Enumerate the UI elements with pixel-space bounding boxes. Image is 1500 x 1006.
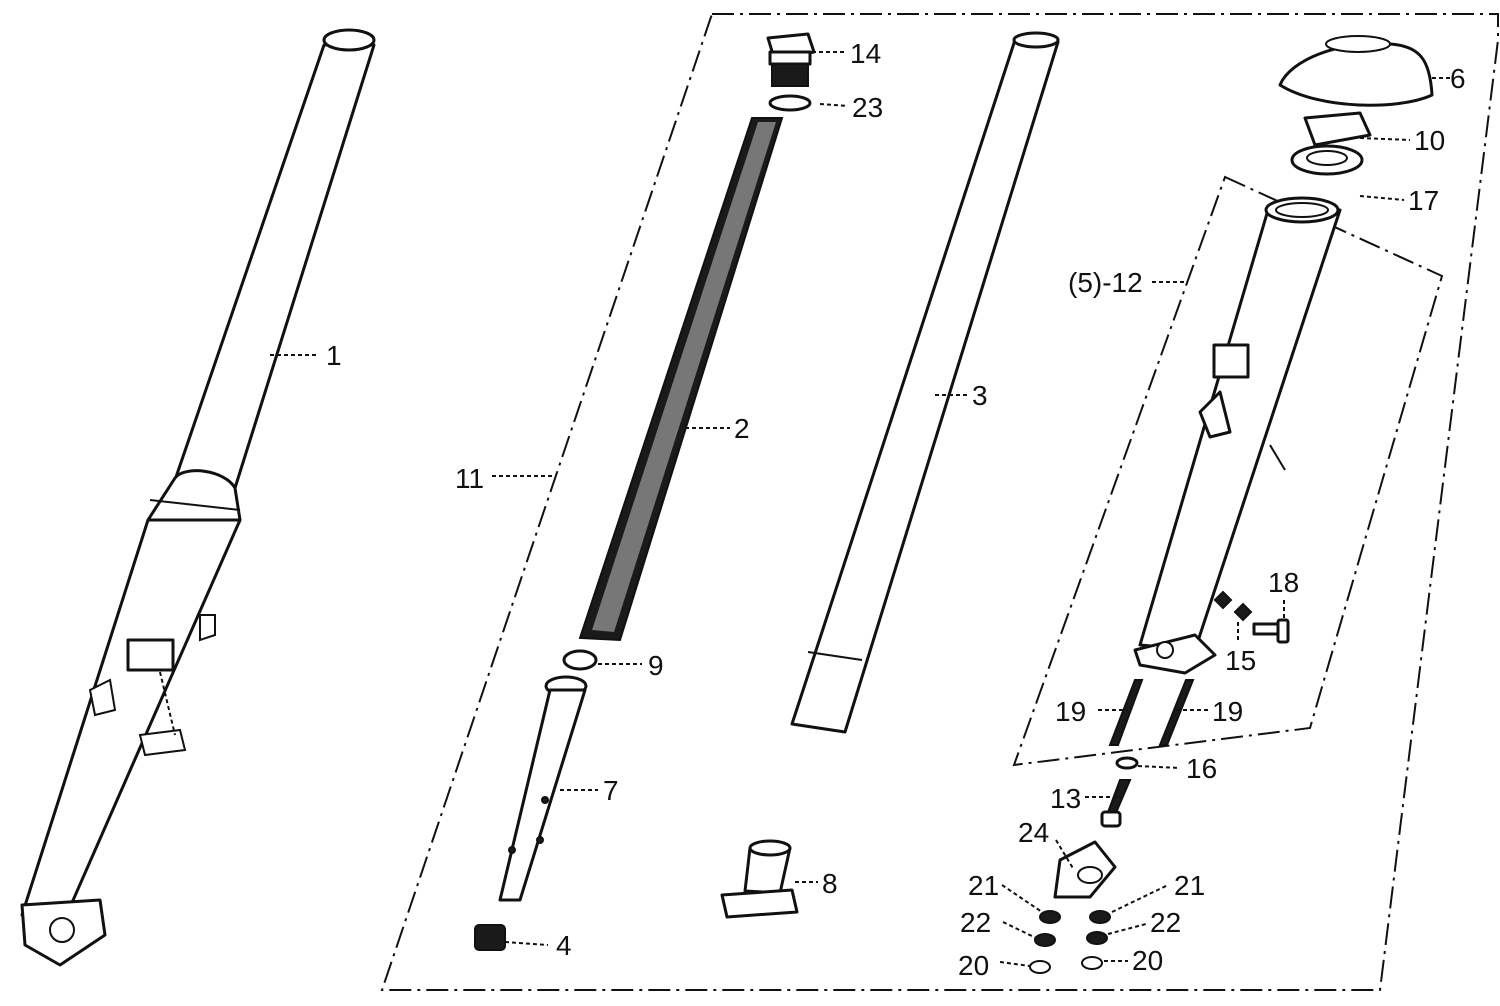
fork-assembly-part-1 (20, 28, 376, 967)
callout-20-right: 20 (1132, 945, 1163, 976)
callout-17: 17 (1408, 185, 1439, 216)
callout-6: 6 (1450, 63, 1466, 94)
oil-lock-piece-part-8 (720, 839, 799, 919)
damper-rod-part-7 (498, 675, 588, 902)
oil-seal-part-17 (1290, 144, 1364, 176)
callout-10: 10 (1414, 125, 1445, 156)
studs-part-19 (1108, 679, 1195, 746)
callout-21-right: 21 (1174, 870, 1205, 901)
callout-20-left: 20 (958, 950, 989, 981)
callout-16: 16 (1186, 753, 1217, 784)
callout-11: 11 (455, 463, 484, 494)
rebound-spring-part-4 (474, 924, 506, 951)
stopper-ring-part-10 (1303, 111, 1372, 147)
callout-21-left: 21 (968, 870, 999, 901)
o-ring-part-23 (768, 94, 812, 112)
leader-lines (270, 51, 1450, 967)
callout-13: 13 (1050, 783, 1081, 814)
callout-22-right: 22 (1150, 907, 1181, 938)
callout-15: 15 (1225, 645, 1256, 676)
piston-ring-part-9 (562, 649, 598, 671)
washers-and-nuts (1029, 910, 1111, 974)
callout-19-left: 19 (1055, 696, 1086, 727)
callout-23: 23 (852, 92, 883, 123)
callout-7: 7 (603, 775, 619, 806)
callout-1: 1 (326, 340, 342, 371)
callout-4: 4 (556, 930, 572, 961)
dust-seal-part-6 (1278, 41, 1434, 107)
callout-2: 2 (734, 413, 750, 444)
fork-spring-part-2 (578, 117, 784, 642)
callout-14: 14 (850, 38, 881, 69)
callout-19-right: 19 (1212, 696, 1243, 727)
callout-8: 8 (822, 868, 838, 899)
callout-18: 18 (1268, 567, 1299, 598)
callout-12: (5)-12 (1068, 267, 1143, 298)
callout-9: 9 (648, 650, 664, 681)
callout-3: 3 (972, 380, 988, 411)
socket-bolt-part-13 (1100, 779, 1132, 828)
slider-part-12 (1133, 196, 1342, 675)
callout-24: 24 (1018, 817, 1049, 848)
inner-assembly-frame (380, 13, 1499, 991)
slider-assembly-frame (1012, 175, 1444, 767)
drain-screw-part-18 (1213, 590, 1290, 644)
washer-part-16 (1115, 756, 1139, 770)
callout-22-left: 22 (960, 907, 991, 938)
cap-bolt-part-14 (766, 32, 816, 87)
fork-tube-part-3 (790, 31, 1060, 734)
callout-labels: 1 2 3 4 6 7 8 9 10 11 (5)-12 13 14 15 16… (326, 38, 1466, 981)
